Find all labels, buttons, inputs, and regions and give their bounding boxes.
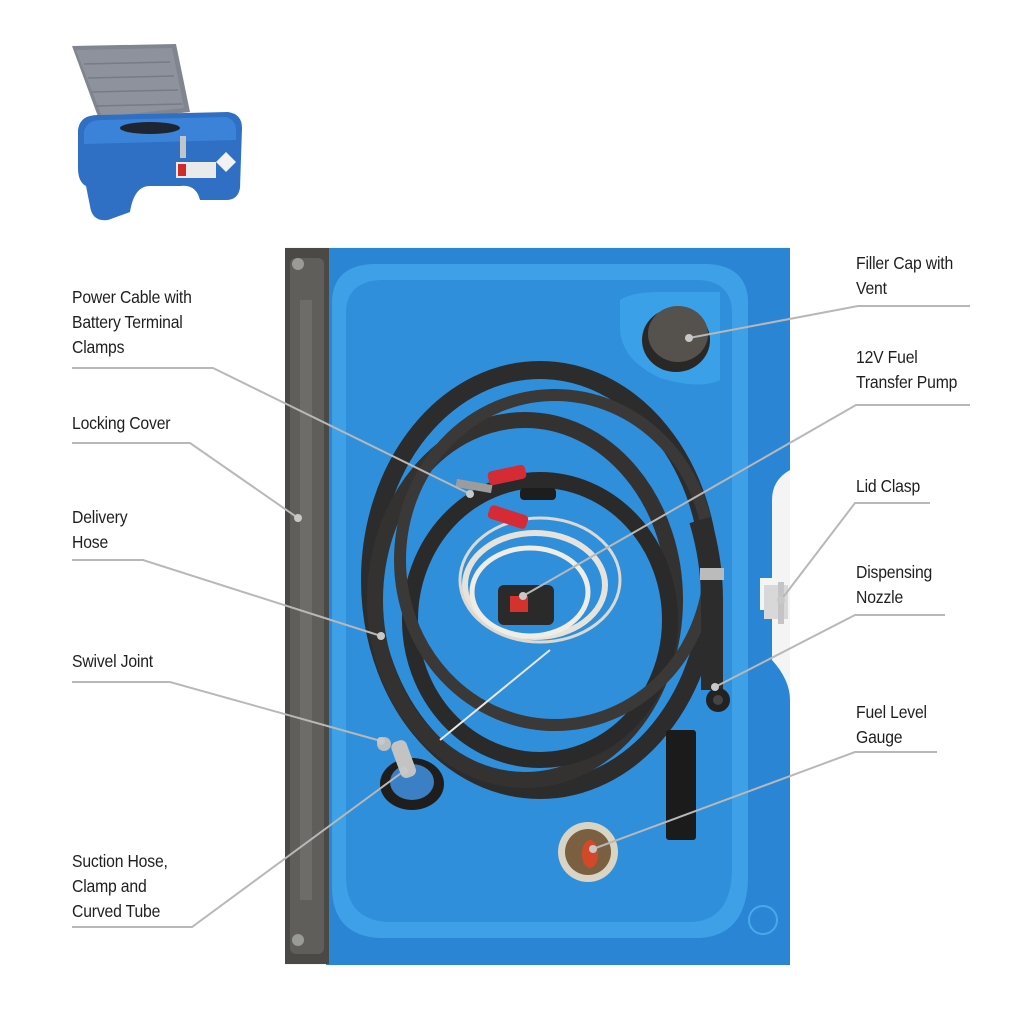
leader-lines (72, 305, 970, 928)
callout-line: Hose (72, 532, 109, 552)
callout-fuel-pump: 12V Fuel Transfer Pump (856, 345, 957, 395)
leader-delivery-hose (72, 559, 382, 637)
leader-dispensing-nozzle (714, 614, 945, 688)
callout-filler-cap: Filler Cap with Vent (856, 251, 953, 301)
callout-locking-cover: Locking Cover (72, 411, 171, 436)
callout-line: Delivery (72, 507, 128, 527)
callout-line: Lid Clasp (856, 476, 921, 496)
leader-dots (294, 334, 785, 853)
callout-line: Filler Cap with (856, 253, 954, 273)
callout-suction-hose: Suction Hose, Clamp and Curved Tube (72, 849, 168, 924)
callout-line: Suction Hose, (72, 851, 168, 871)
leader-fuel-gauge (592, 751, 937, 850)
callout-line: 12V Fuel (856, 347, 918, 367)
callout-line: Dispensing (856, 562, 933, 582)
thumbnail-image (72, 44, 242, 221)
callout-delivery-hose: Delivery Hose (72, 505, 128, 555)
callout-line: Vent (856, 278, 887, 298)
callout-dispensing-nozzle: Dispensing Nozzle (856, 560, 932, 610)
callout-line: Gauge (856, 727, 903, 747)
callout-line: Swivel Joint (72, 651, 153, 671)
callout-line: Curved Tube (72, 901, 161, 921)
callout-line: Clamps (72, 337, 125, 357)
callout-line: Nozzle (856, 587, 904, 607)
callout-swivel-joint: Swivel Joint (72, 649, 153, 674)
leader-filler-cap (688, 305, 970, 339)
callout-lid-clasp: Lid Clasp (856, 474, 920, 499)
callout-line: Fuel Level (856, 702, 927, 722)
tank-photo (285, 247, 790, 965)
callout-line: Battery Terminal (72, 312, 183, 332)
leader-swivel-joint (72, 681, 382, 742)
callout-fuel-gauge: Fuel Level Gauge (856, 700, 927, 750)
callout-line: Transfer Pump (856, 372, 958, 392)
callout-power-cable: Power Cable with Battery Terminal Clamps (72, 285, 192, 360)
callout-line: Power Cable with (72, 287, 192, 307)
callout-line: Locking Cover (72, 413, 171, 433)
callout-line: Clamp and (72, 876, 147, 896)
